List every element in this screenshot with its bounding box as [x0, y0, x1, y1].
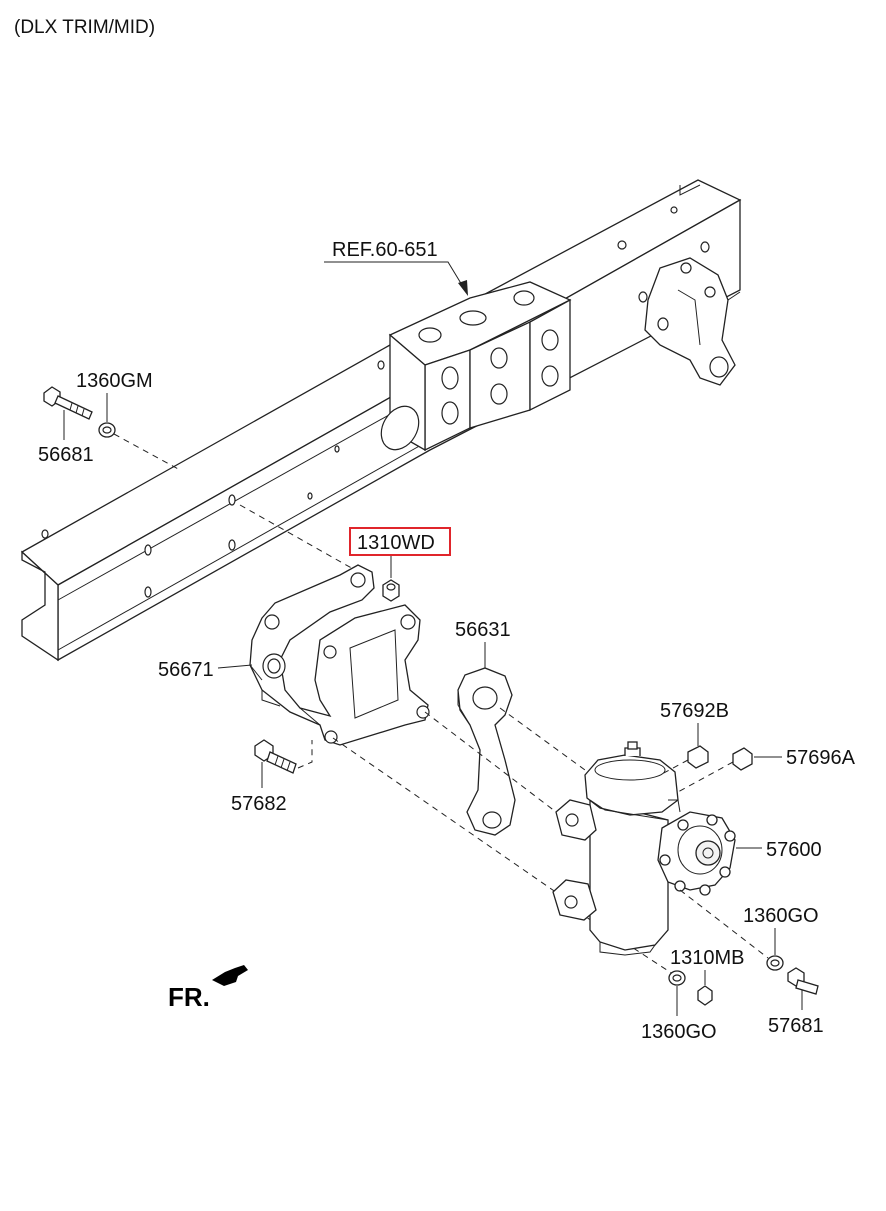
label-57681: 57681	[768, 1015, 824, 1037]
label-57692B: 57692B	[660, 700, 729, 722]
label-57682: 57682	[231, 793, 287, 815]
label-1310MB: 1310MB	[670, 947, 745, 969]
label-56671: 56671	[158, 659, 214, 681]
label-57600: 57600	[766, 839, 822, 861]
nut-1360GM	[98, 422, 116, 438]
washer-1360GO-bottom	[668, 970, 686, 986]
highlight-box-1310WD	[349, 527, 451, 556]
nut-1310MB	[697, 985, 713, 1006]
front-direction-label: FR.	[168, 982, 210, 1012]
fitting-57692B	[687, 745, 709, 769]
fitting-57696A	[732, 747, 753, 771]
steering-gear-57600	[552, 741, 736, 956]
label-56681: 56681	[38, 444, 94, 466]
frame-rail	[20, 179, 742, 662]
front-arrow-icon	[212, 965, 248, 986]
ref-arrow-icon	[458, 280, 468, 296]
bolt-57682	[254, 739, 297, 774]
label-1360GM: 1360GM	[76, 370, 153, 392]
label-1360GO-bottom: 1360GO	[641, 1021, 717, 1043]
label-1310WD: 1310WD	[357, 532, 435, 554]
pitman-arm-56631	[457, 667, 516, 836]
nut-1310WD	[382, 579, 400, 602]
bolt-56681	[43, 386, 93, 420]
bolt-57681	[787, 967, 819, 995]
bracket-56671	[249, 564, 430, 746]
washer-1360GO-right	[766, 955, 784, 971]
label-1360GO-right: 1360GO	[743, 905, 819, 927]
ref-label: REF.60-651	[332, 239, 438, 261]
label-57696A: 57696A	[786, 747, 856, 769]
trim-header: (DLX TRIM/MID)	[14, 17, 155, 38]
label-56631: 56631	[455, 619, 511, 641]
